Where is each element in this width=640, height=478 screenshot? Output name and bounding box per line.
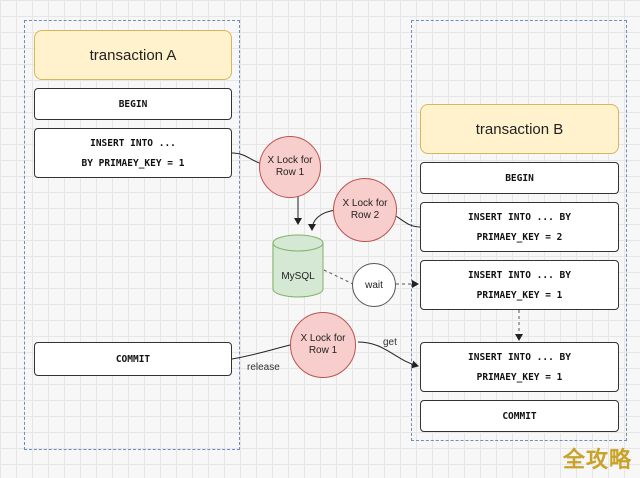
mysql-label: MySQL — [273, 271, 323, 282]
get-edge-label: get — [383, 337, 397, 348]
transaction-b-insert-row2-line1: INSERT INTO ... BY — [468, 211, 571, 223]
lock-b-row2-node: X Lock for Row 2 — [333, 178, 397, 242]
lock-release-row1-node: X Lock for Row 1 — [290, 312, 356, 378]
transaction-b-insert-row1-waiting: INSERT INTO ... BY PRIMAEY_KEY = 1 — [420, 260, 619, 310]
get-text: get — [383, 337, 397, 348]
lock-b-line2: Row 2 — [350, 210, 380, 221]
mysql-database-icon — [272, 234, 324, 298]
transaction-b-insert-row1-granted-line1: INSERT INTO ... BY — [468, 351, 571, 363]
edge-lock-b-to-mysql — [308, 209, 337, 231]
lock-release-line1: X Lock for — [300, 332, 346, 344]
transaction-a-title-text: transaction A — [89, 46, 177, 64]
mysql-label-text: MySQL — [281, 271, 315, 282]
edge-a-commit-to-release — [231, 344, 291, 360]
transaction-b-begin: BEGIN — [420, 162, 619, 194]
transaction-b-insert-row1-waiting-line2: PRIMAEY_KEY = 1 — [476, 289, 563, 301]
edge-release-to-b-granted — [357, 341, 419, 369]
transaction-b-panel — [411, 20, 627, 441]
transaction-b-insert-row1-granted-line2: PRIMAEY_KEY = 1 — [476, 371, 563, 383]
transaction-b-insert-row1-granted: INSERT INTO ... BY PRIMAEY_KEY = 1 — [420, 342, 619, 392]
edge-mysql-to-wait — [323, 269, 354, 285]
transaction-a-title: transaction A — [34, 30, 232, 80]
transaction-b-begin-text: BEGIN — [505, 172, 534, 184]
release-edge-label: release — [247, 362, 280, 373]
transaction-a-commit-text: COMMIT — [115, 353, 151, 365]
lock-release-line2: Row 1 — [308, 345, 338, 356]
wait-node: wait — [352, 263, 396, 307]
edge-b-insert-to-lock — [395, 215, 421, 228]
transaction-b-insert-row2-line2: PRIMAEY_KEY = 2 — [476, 231, 563, 243]
transaction-a-panel — [24, 20, 240, 450]
release-text: release — [247, 362, 280, 373]
transaction-a-commit: COMMIT — [34, 342, 232, 376]
lock-a-row1-node: X Lock for Row 1 — [259, 136, 321, 198]
transaction-b-commit: COMMIT — [420, 400, 619, 432]
transaction-a-begin-text: BEGIN — [118, 98, 148, 110]
transaction-b-insert-row2: INSERT INTO ... BY PRIMAEY_KEY = 2 — [420, 202, 619, 252]
transaction-a-insert-line2: BY PRIMAEY_KEY = 1 — [81, 157, 185, 169]
transaction-b-title: transaction B — [420, 104, 619, 154]
transaction-a-insert: INSERT INTO ... BY PRIMAEY_KEY = 1 — [34, 128, 232, 178]
wait-text: wait — [365, 279, 383, 291]
transaction-b-insert-row1-waiting-line1: INSERT INTO ... BY — [468, 269, 571, 281]
lock-a-line2: Row 1 — [275, 167, 305, 178]
transaction-a-insert-line1: INSERT INTO ... — [90, 137, 176, 149]
lock-b-line1: X Lock for — [342, 197, 388, 209]
transaction-a-begin: BEGIN — [34, 88, 232, 120]
lock-a-line1: X Lock for — [267, 154, 313, 166]
transaction-b-commit-text: COMMIT — [502, 410, 537, 422]
transaction-b-title-text: transaction B — [475, 120, 564, 138]
watermark-logo: 全攻略 — [562, 448, 632, 473]
edge-a-insert-to-lock — [231, 152, 263, 165]
